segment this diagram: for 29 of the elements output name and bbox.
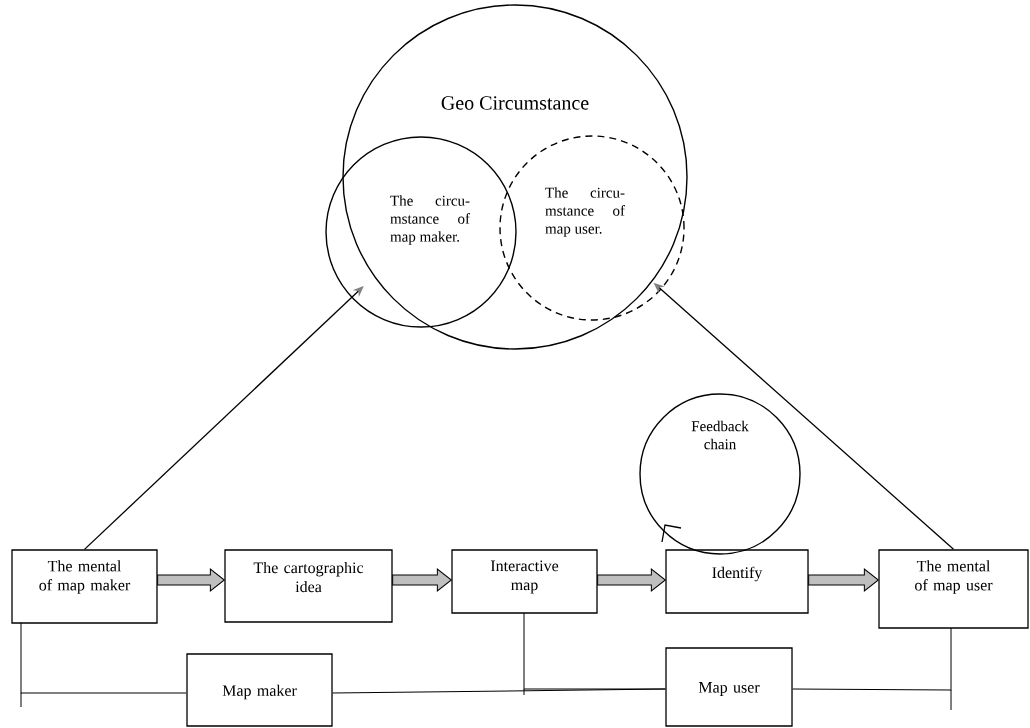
block-arrow [392,568,452,592]
connector-line [20,622,187,694]
node-label: Geo Circumstance [441,96,589,110]
node-label: The circu- mstance of map maker. [390,195,470,245]
circle [325,136,517,328]
role-box [186,653,333,727]
connector-line [523,612,666,690]
node-label: The circu- mstance of map user. [545,187,625,237]
block-arrow [808,568,879,592]
role-box [665,647,793,727]
geo-circle [342,4,688,350]
node-label: The cartographic idea [253,561,364,593]
node-label: Map maker [222,684,297,700]
node-label: The mental of map user [915,560,993,594]
process-box [11,549,158,624]
node-label: Identify [712,566,763,582]
process-box [665,549,809,614]
node-label: Interactive map [490,560,559,594]
block-arrow [157,568,225,592]
node-label: Map user [698,682,760,696]
connector-line [792,627,952,691]
node-label: Feedback chain [691,420,749,450]
circle [639,393,801,555]
node-label: The mental of map maker [39,560,131,594]
dashed-circle [499,135,685,321]
process-box [451,549,598,614]
process-box [224,549,393,623]
process-box [878,549,1029,629]
block-arrow [597,568,666,592]
